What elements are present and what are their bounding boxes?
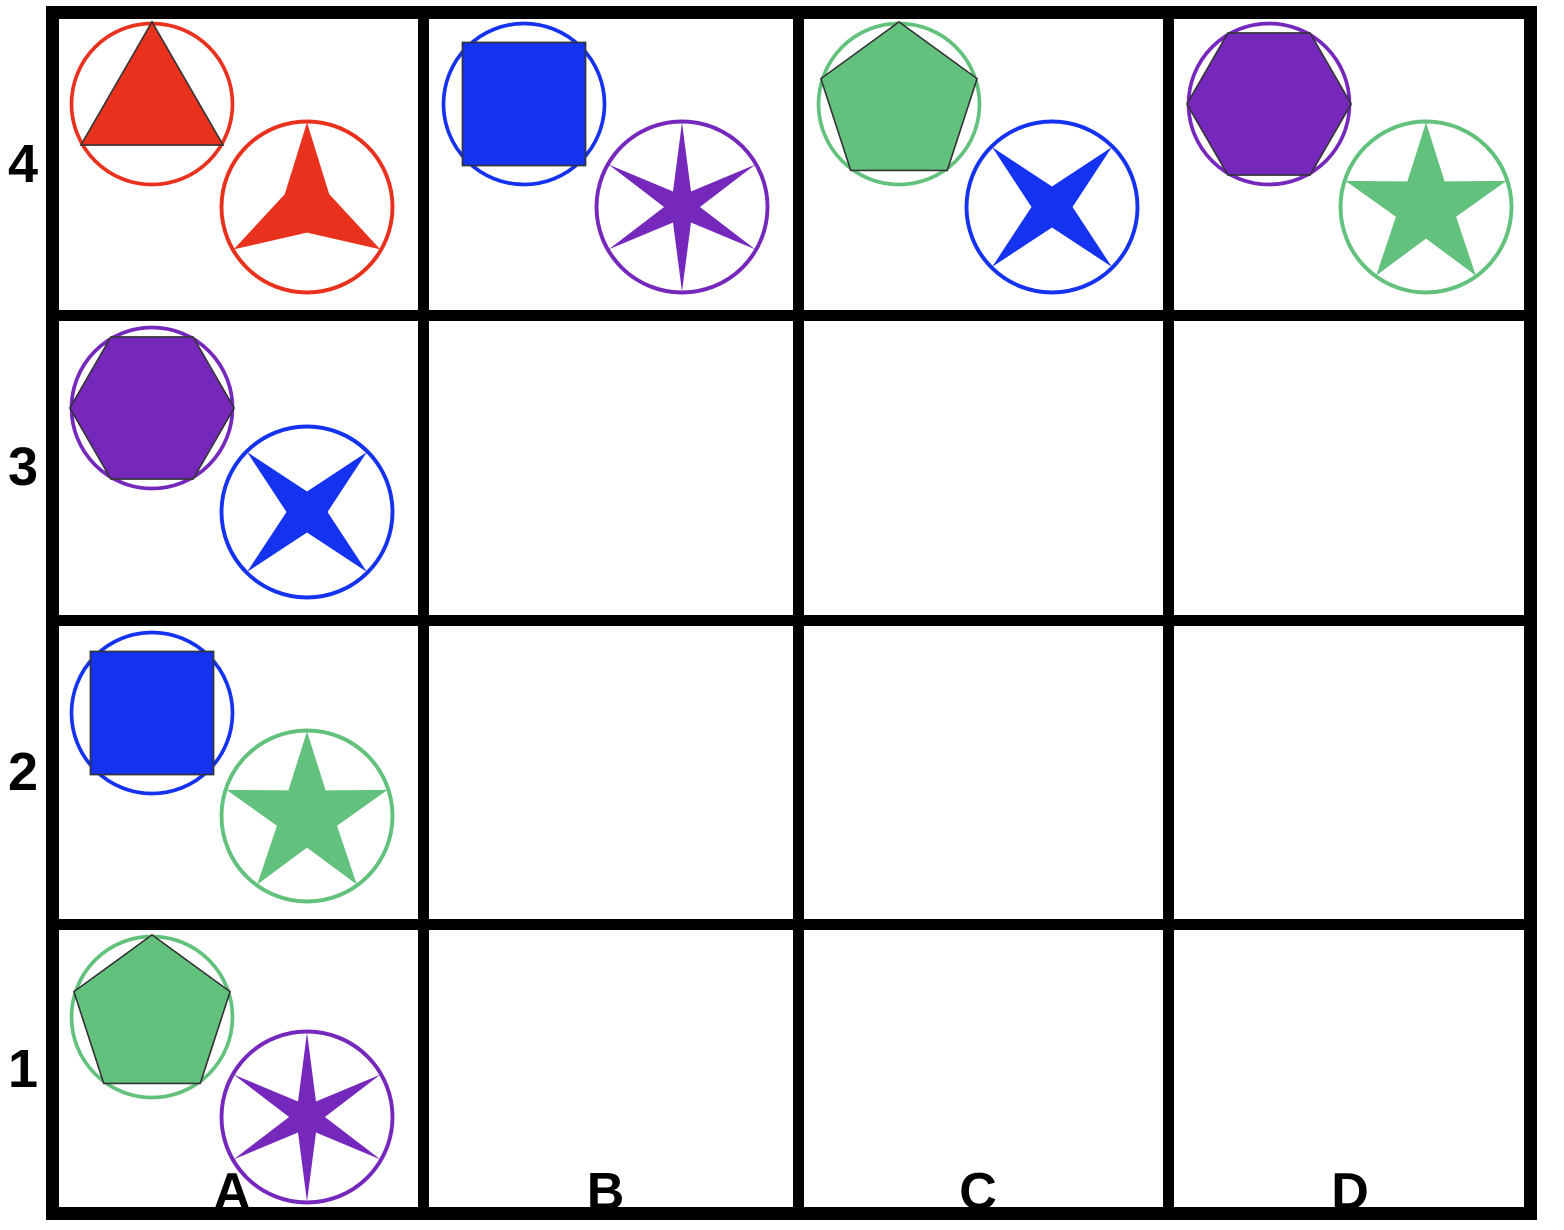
star-4-in-circle-blue[interactable]	[218, 423, 396, 601]
grid-cell-b3[interactable]	[418, 310, 793, 615]
grid-cell-c1[interactable]: C	[793, 919, 1163, 1220]
star-5-in-circle-green[interactable]	[218, 727, 396, 905]
row-label-4: 4	[7, 134, 39, 194]
grid-hline-2	[59, 615, 1524, 626]
star-6-in-circle-purple[interactable]	[218, 1028, 396, 1206]
star-6-in-circle-purple[interactable]	[593, 118, 771, 296]
grid-cell-a3[interactable]	[46, 310, 418, 615]
row-label-3: 3	[7, 437, 39, 497]
grid-cell-d4[interactable]	[1163, 6, 1537, 310]
grid-cell-b2[interactable]	[418, 615, 793, 919]
grid-cell-c3[interactable]	[793, 310, 1163, 615]
row-label-2: 2	[7, 742, 39, 802]
grid-cell-d2[interactable]	[1163, 615, 1537, 919]
grid-cell-d3[interactable]	[1163, 310, 1537, 615]
grid-cell-b1[interactable]: B	[418, 919, 793, 1220]
grid-vline-1	[418, 19, 429, 1207]
column-label-b: B	[586, 1163, 625, 1221]
grid-vline-2	[793, 19, 804, 1207]
hexagon-in-circle-purple[interactable]	[1185, 20, 1353, 188]
square-in-circle-blue[interactable]	[440, 20, 608, 188]
column-label-d: D	[1331, 1163, 1369, 1221]
column-label-c: C	[959, 1163, 997, 1221]
grid-cell-a1[interactable]: A	[46, 919, 418, 1220]
hexagon-in-circle-purple[interactable]	[68, 324, 236, 492]
star-4-in-circle-blue[interactable]	[963, 118, 1141, 296]
pentagon-in-circle-green[interactable]	[68, 933, 236, 1101]
grid-hline-3	[59, 919, 1524, 930]
grid-frame	[46, 6, 1537, 1220]
star-5-in-circle-green[interactable]	[1337, 118, 1515, 296]
grid-cell-c2[interactable]	[793, 615, 1163, 919]
grid-cell-c4[interactable]	[793, 6, 1163, 310]
square-in-circle-blue[interactable]	[68, 629, 236, 797]
star-3-in-circle-red[interactable]	[218, 118, 396, 296]
grid-vline-3	[1163, 19, 1174, 1207]
grid-cell-b4[interactable]	[418, 6, 793, 310]
pentagon-in-circle-green[interactable]	[815, 20, 983, 188]
grid-cell-a2[interactable]	[46, 615, 418, 919]
row-label-1: 1	[7, 1039, 39, 1099]
grid-hline-1	[59, 310, 1524, 321]
triangle-in-circle-red[interactable]	[68, 20, 236, 188]
grid-cell-d1[interactable]: D	[1163, 919, 1537, 1220]
grid-cell-a4[interactable]	[46, 6, 418, 310]
